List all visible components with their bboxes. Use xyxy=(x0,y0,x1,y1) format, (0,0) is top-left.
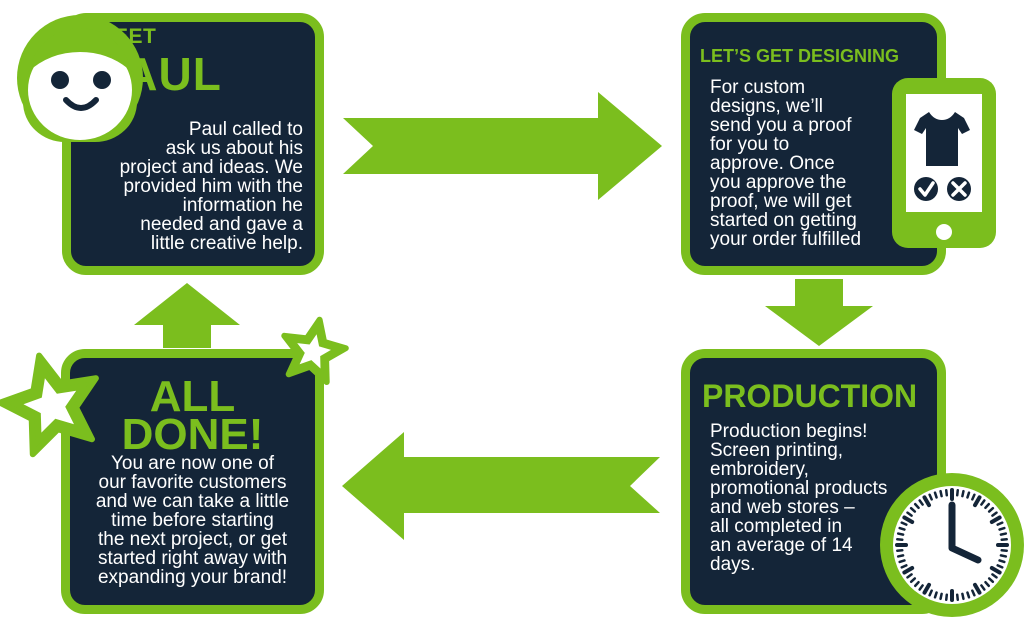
meet-kicker: MEET xyxy=(96,25,157,48)
step-done-panel: ALL DONE! You are now one of our favorit… xyxy=(61,349,324,614)
step-design-panel: LET’S GET DESIGNING For custom designs, … xyxy=(681,13,946,275)
meet-title: PAUL xyxy=(96,48,222,100)
design-description: For custom designs, we’ll send you a pro… xyxy=(710,77,862,250)
design-title: LET’S GET DESIGNING xyxy=(700,46,900,66)
arrow-down xyxy=(765,279,873,346)
step-production-panel: PRODUCTION Production begins! Screen pri… xyxy=(681,349,946,614)
production-title: PRODUCTION xyxy=(702,378,918,414)
production-description: Production begins! Screen printing, embr… xyxy=(710,421,888,575)
arrow-right xyxy=(343,92,662,200)
meet-description: Paul called to ask us about his project … xyxy=(119,119,303,254)
arrow-up xyxy=(134,283,240,348)
done-description: You are now one of our favorite customer… xyxy=(95,453,290,588)
done-title: ALL DONE! xyxy=(121,372,264,459)
arrow-left xyxy=(342,432,660,540)
